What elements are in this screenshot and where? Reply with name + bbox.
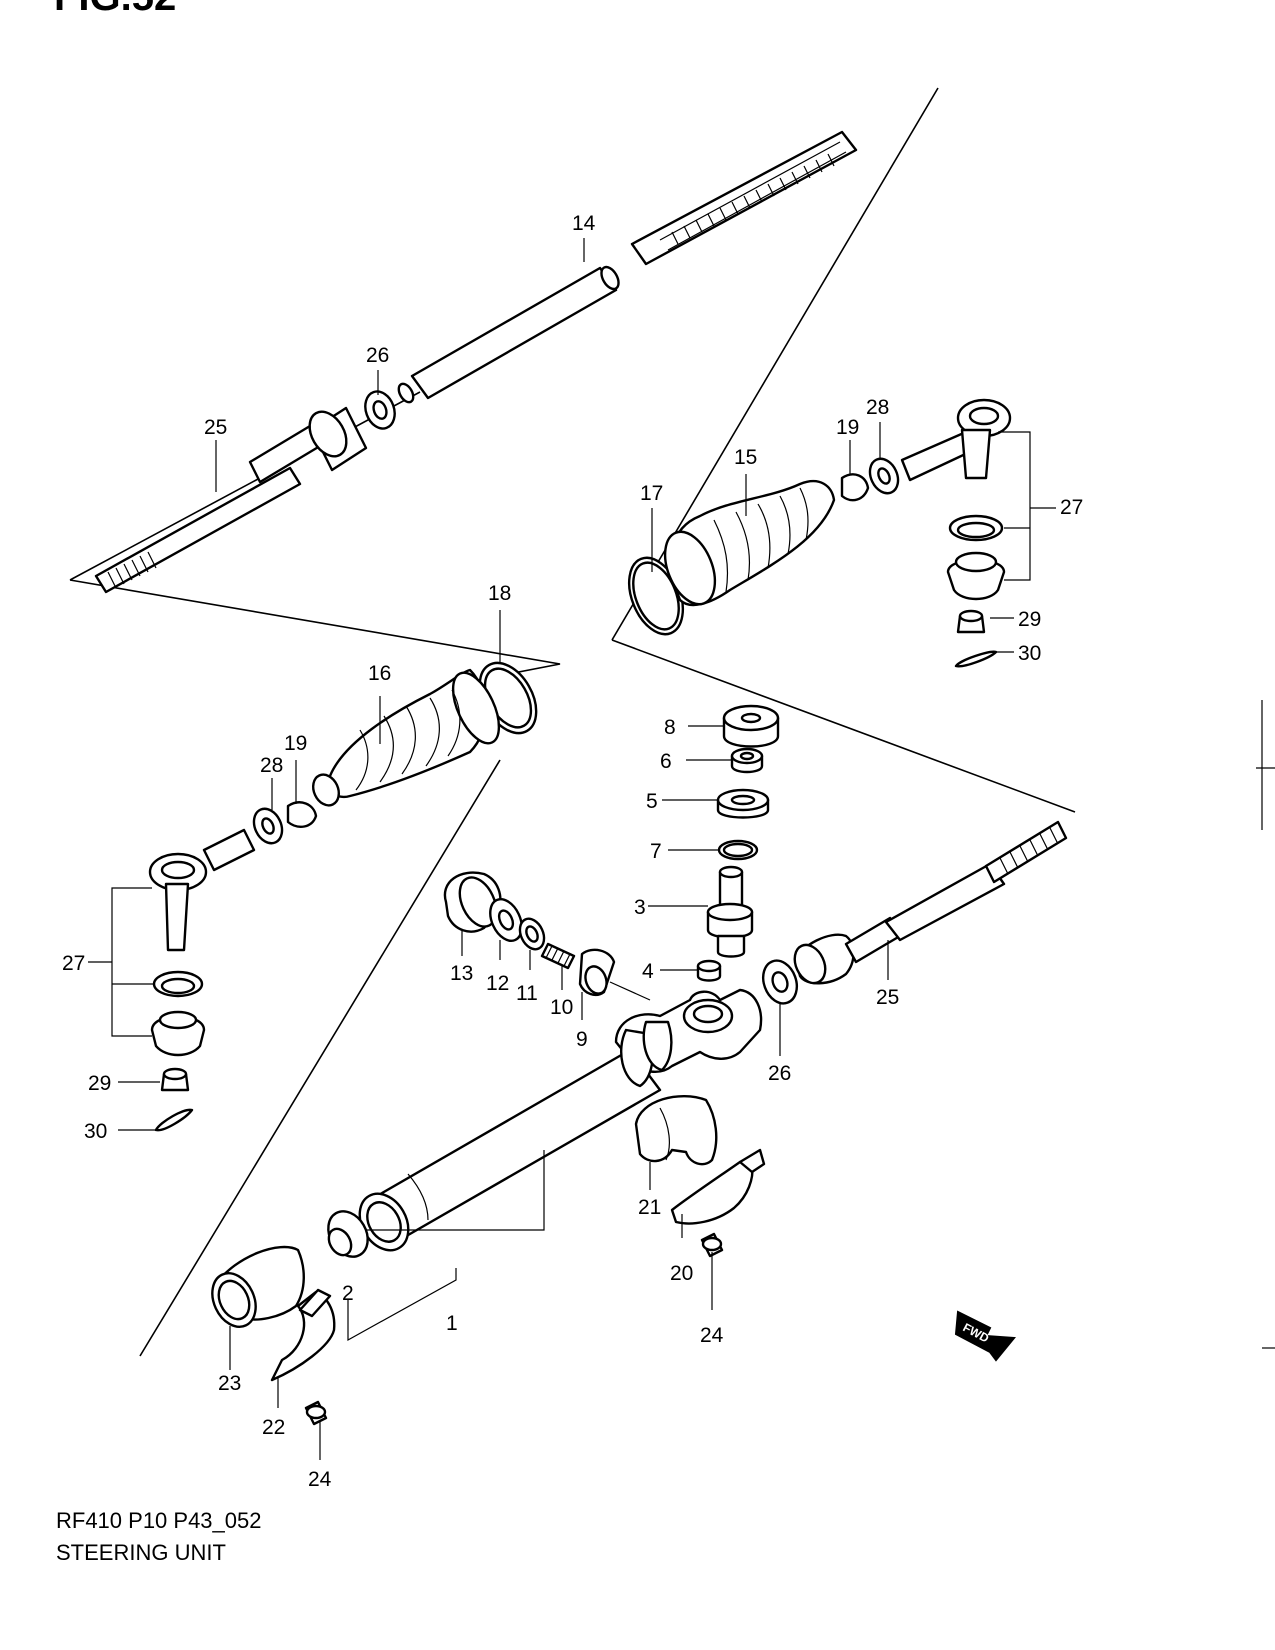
leader-lines <box>88 238 1056 1460</box>
label-22: 22 <box>262 1416 285 1439</box>
label-25-right: 25 <box>876 986 899 1009</box>
left-boot-group <box>148 661 538 1132</box>
rack-guide-group <box>443 871 616 996</box>
label-11: 11 <box>516 982 538 1005</box>
gear-housing-1 <box>358 988 763 1252</box>
label-3: 3 <box>634 896 646 919</box>
bearing-4 <box>696 959 722 982</box>
label-20: 20 <box>670 1262 693 1285</box>
tie-rod-end-27-upper <box>900 398 1012 482</box>
rack-tube-14 <box>410 265 620 400</box>
label-29-upper: 29 <box>1018 608 1041 631</box>
label-13: 13 <box>450 962 473 985</box>
label-5: 5 <box>646 790 658 813</box>
label-17: 17 <box>640 482 663 505</box>
screw-11 <box>518 917 546 951</box>
bush-2 <box>327 1210 369 1258</box>
figure-title: FIG.52 <box>54 0 176 19</box>
pinion-3 <box>706 865 754 958</box>
washer-27-upper <box>948 514 1004 542</box>
mount-bracket-22 <box>270 1288 336 1382</box>
label-9: 9 <box>576 1028 588 1051</box>
label-28-left: 28 <box>260 754 283 777</box>
boot-15 <box>663 479 836 607</box>
label-6: 6 <box>660 750 672 773</box>
label-27-left: 27 <box>62 952 85 975</box>
part-labels: 14 26 25 15 17 19 28 27 29 30 18 16 19 2… <box>62 212 1083 1491</box>
right-tie-rod-group <box>761 820 1068 1005</box>
cap-8 <box>722 704 780 748</box>
label-30-left: 30 <box>84 1120 107 1143</box>
label-26-right: 26 <box>768 1062 791 1085</box>
bolt-24-left <box>304 1400 328 1426</box>
label-14: 14 <box>572 212 596 235</box>
cotter-pin-30-upper <box>954 650 998 668</box>
label-23: 23 <box>218 1372 241 1395</box>
castle-nut-29-upper <box>956 609 986 634</box>
diagram-title: STEERING UNIT <box>56 1540 226 1565</box>
label-18: 18 <box>488 582 511 605</box>
cotter-pin-30-left <box>154 1108 194 1132</box>
label-24-left: 24 <box>308 1468 332 1491</box>
dust-cover-27-upper <box>946 551 1006 601</box>
label-21: 21 <box>638 1196 661 1219</box>
mount-bracket-20 <box>670 1148 766 1225</box>
bolt-24-right <box>700 1232 724 1258</box>
nut-28-upper <box>868 457 900 495</box>
washer-27-left <box>152 970 204 998</box>
upper-rack-assembly <box>94 130 858 594</box>
boundary-lines <box>69 87 1076 1357</box>
o-ring-7 <box>717 839 759 861</box>
nut-28-left <box>252 807 284 845</box>
label-1: 1 <box>446 1312 458 1335</box>
label-2: 2 <box>342 1282 354 1305</box>
label-25-upper: 25 <box>204 416 227 439</box>
label-15: 15 <box>734 446 757 469</box>
label-19-upper: 19 <box>836 416 859 439</box>
dust-cover-27-left <box>150 1010 206 1057</box>
bearing-6 <box>730 747 764 774</box>
tie-rod-end-27-left <box>148 828 256 952</box>
adjust-nut-5 <box>716 788 770 819</box>
boot-16 <box>311 668 501 807</box>
upper-right-boot-group <box>627 398 1012 668</box>
label-7: 7 <box>650 840 662 863</box>
label-19-left: 19 <box>284 732 307 755</box>
label-10: 10 <box>550 996 573 1019</box>
edge-marks <box>1256 700 1275 1349</box>
lock-nut-12 <box>489 898 523 942</box>
rack-bar <box>630 130 858 266</box>
fwd-arrow-icon: FWD <box>954 1310 1016 1362</box>
mount-bush-21 <box>634 1095 718 1166</box>
label-30-upper: 30 <box>1018 642 1041 665</box>
rack-guide-9 <box>578 948 616 996</box>
label-29-left: 29 <box>88 1072 111 1095</box>
label-28-upper: 28 <box>866 396 889 419</box>
tie-rod-25-upper <box>94 406 368 594</box>
lock-washer-26-right <box>761 959 799 1005</box>
clip-19-upper <box>840 473 870 502</box>
spring-10 <box>540 942 576 970</box>
pinion-stack <box>696 704 780 982</box>
label-8: 8 <box>664 716 676 739</box>
diagram-code: RF410 P10 P43_052 <box>56 1508 262 1533</box>
label-24-right: 24 <box>700 1324 724 1347</box>
clip-19-left <box>286 801 318 828</box>
label-16: 16 <box>368 662 391 685</box>
castle-nut-29-left <box>160 1067 190 1092</box>
cap-13 <box>443 871 502 933</box>
label-26-upper: 26 <box>366 344 389 367</box>
label-27-upper: 27 <box>1060 496 1083 519</box>
tie-rod-25-right <box>793 820 1068 985</box>
label-12: 12 <box>486 972 509 995</box>
mount-bush-23 <box>211 1245 305 1328</box>
label-4: 4 <box>642 960 654 983</box>
lock-washer-26-upper <box>364 382 415 430</box>
